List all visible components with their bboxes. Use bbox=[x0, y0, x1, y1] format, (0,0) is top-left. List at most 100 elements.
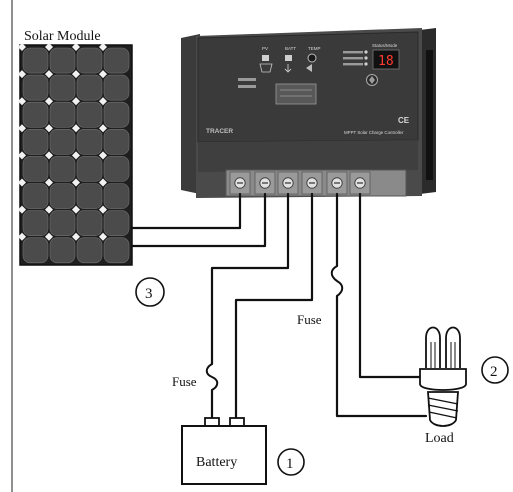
mode-button-hand-icon bbox=[369, 76, 375, 84]
center-label-plate bbox=[275, 83, 317, 105]
pv-indicator-led bbox=[262, 55, 269, 61]
cell-gap-diamond bbox=[18, 205, 26, 214]
load-wire-direct bbox=[358, 192, 428, 379]
battery-negative-terminal bbox=[229, 417, 245, 427]
solar-module bbox=[18, 43, 133, 266]
cell-gap-diamond bbox=[45, 178, 53, 187]
display-title: Status/Mode bbox=[372, 43, 398, 48]
cell-gap-diamond bbox=[72, 232, 80, 241]
cell-gap-diamond bbox=[72, 124, 80, 133]
solar-cell bbox=[49, 210, 76, 237]
cell-gap-diamond bbox=[99, 43, 107, 51]
ce-mark: CE bbox=[398, 116, 410, 125]
cell-gap-diamond bbox=[99, 124, 107, 133]
solar-cell bbox=[76, 237, 103, 264]
cell-gap-diamond bbox=[18, 178, 26, 187]
solar-cell bbox=[22, 74, 49, 101]
cell-gap-diamond bbox=[99, 151, 107, 160]
callout-solar: 3 bbox=[135, 277, 165, 307]
solar-wire-positive bbox=[130, 192, 242, 230]
battery-body bbox=[181, 425, 267, 485]
solar-cell bbox=[103, 74, 130, 101]
callout-solar-number: 3 bbox=[145, 286, 153, 302]
battery-wire-positive-outer bbox=[210, 192, 290, 366]
solar-cell bbox=[103, 129, 130, 155]
solar-cell bbox=[103, 47, 130, 74]
cell-gap-diamond bbox=[18, 151, 26, 160]
controller-lower-body bbox=[198, 140, 418, 172]
temp-arrow-icon bbox=[306, 64, 312, 72]
terminal-screws bbox=[229, 171, 371, 195]
solar-cell bbox=[22, 237, 49, 264]
load-bulb bbox=[419, 326, 467, 427]
cell-gap-diamond bbox=[99, 97, 107, 106]
load-fuse-symbol bbox=[330, 265, 344, 297]
cell-gap-diamond bbox=[45, 232, 53, 241]
solar-cell bbox=[76, 183, 103, 209]
callout-battery-number: 1 bbox=[286, 456, 294, 472]
battery-fuse-label: Fuse bbox=[172, 374, 197, 389]
batt-arrow-icon bbox=[284, 64, 292, 73]
callout-battery: 1 bbox=[277, 448, 305, 476]
load-wire-fused-lower bbox=[335, 294, 428, 418]
bulb-collar bbox=[419, 368, 467, 391]
cell-gap-diamond bbox=[45, 124, 53, 133]
solar-cell bbox=[49, 183, 76, 209]
battery-wire-negative bbox=[234, 192, 314, 420]
wiring bbox=[130, 192, 428, 420]
pv-label: PV bbox=[262, 46, 268, 51]
solar-cell bbox=[76, 210, 103, 237]
status-legend-3 bbox=[343, 63, 363, 66]
solar-cell bbox=[76, 101, 103, 128]
cell-gap-diamond bbox=[99, 70, 107, 79]
cell-gap-diamond bbox=[45, 70, 53, 79]
temp-sensor-port bbox=[307, 53, 317, 63]
solar-cell bbox=[22, 47, 49, 74]
cell-gap-diamond bbox=[72, 178, 80, 187]
solar-cell bbox=[22, 210, 49, 237]
solar-module-label: Solar Module bbox=[24, 29, 101, 44]
load-fuse-label: Fuse bbox=[297, 312, 322, 327]
cell-gap-diamond bbox=[45, 205, 53, 214]
info-block-2 bbox=[238, 85, 256, 88]
cell-gap-diamond bbox=[18, 70, 26, 79]
cell-gap-diamond bbox=[99, 232, 107, 241]
solar-cell bbox=[76, 74, 103, 101]
cell-gap-diamond bbox=[72, 43, 80, 51]
solar-cell bbox=[76, 156, 103, 182]
solar-cell-grid bbox=[18, 43, 130, 264]
bulb-base bbox=[427, 391, 459, 427]
solar-wire-negative bbox=[130, 192, 267, 248]
cell-gap-diamond bbox=[45, 97, 53, 106]
pv-symbol bbox=[259, 63, 273, 73]
solar-cell bbox=[22, 156, 49, 182]
charge-controller: PV BATT TEMP Status/Mode 18 CE MPPT Sol bbox=[181, 28, 436, 198]
cell-gap-diamond bbox=[72, 97, 80, 106]
info-block-1 bbox=[238, 78, 256, 81]
temp-label: TEMP bbox=[308, 46, 321, 51]
solar-cell bbox=[76, 47, 103, 74]
callout-load-number: 2 bbox=[490, 364, 498, 380]
cell-gap-diamond bbox=[45, 151, 53, 160]
cell-gap-diamond bbox=[99, 178, 107, 187]
cell-gap-diamond bbox=[72, 205, 80, 214]
product-line-text: MPPT Solar Charge Controller bbox=[344, 130, 404, 135]
solar-cell bbox=[103, 237, 130, 264]
solar-cell bbox=[49, 74, 76, 101]
solar-cell bbox=[22, 129, 49, 155]
batt-indicator-led bbox=[285, 55, 292, 61]
bulb-thread bbox=[427, 397, 459, 419]
solar-cell bbox=[103, 183, 130, 209]
cell-gap-diamond bbox=[99, 205, 107, 214]
cell-gap-diamond bbox=[45, 43, 53, 51]
cell-gap-diamond bbox=[18, 43, 26, 51]
solar-cell bbox=[49, 156, 76, 182]
battery-fuse-symbol bbox=[205, 363, 219, 391]
status-led-1 bbox=[364, 50, 368, 54]
cell-gap-diamond bbox=[72, 151, 80, 160]
status-display-window bbox=[372, 49, 400, 70]
solar-cell bbox=[103, 101, 130, 128]
bulb-tube-right bbox=[445, 326, 461, 368]
status-legend-2 bbox=[343, 57, 363, 60]
